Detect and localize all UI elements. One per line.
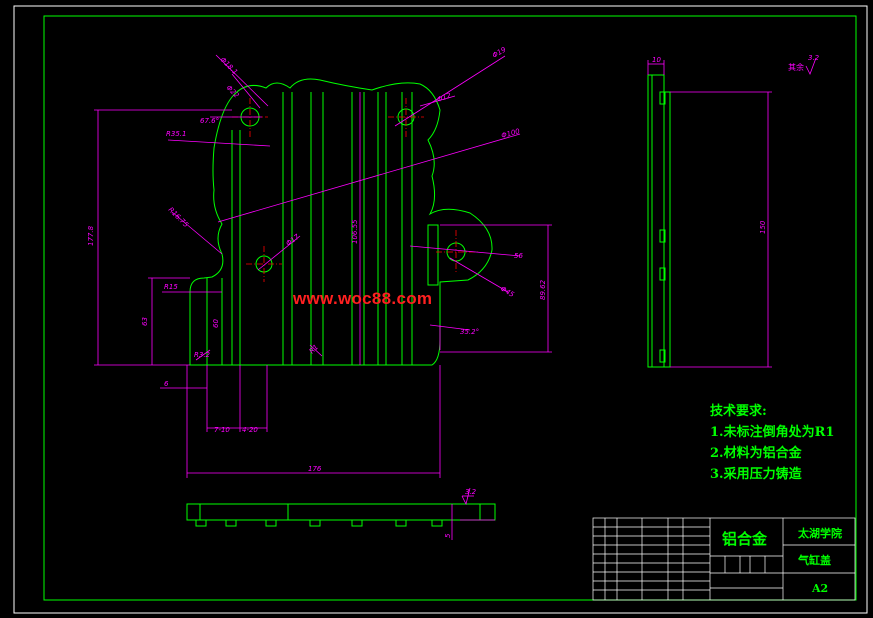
title-block-sheet-size: A2 bbox=[812, 582, 829, 595]
dim-176: 176 bbox=[308, 465, 322, 473]
dim-angle35: 35.2° bbox=[460, 328, 479, 336]
dim-r12: R3.2 bbox=[194, 351, 211, 359]
surface-finish-value: 3.2 bbox=[808, 54, 820, 62]
roughness-symbol bbox=[805, 57, 817, 75]
side-dimensions bbox=[647, 60, 772, 368]
side-body bbox=[647, 74, 665, 368]
dim-h63: 63 bbox=[141, 317, 149, 326]
surface-finish-note: 其余 bbox=[788, 62, 804, 72]
requirement-2: 2.材料为铝合金 bbox=[710, 446, 802, 461]
dim-56: 56 bbox=[514, 252, 523, 260]
plate-outline bbox=[189, 78, 493, 366]
dim-rough: 3.2 bbox=[465, 488, 477, 496]
requirements-title: 技术要求: bbox=[710, 404, 767, 419]
side-view bbox=[647, 74, 671, 368]
dim-phi19: Φ19 bbox=[491, 45, 508, 59]
dim-phi100: Φ100 bbox=[500, 127, 521, 140]
dim-angle67: 67.6° bbox=[200, 117, 219, 125]
dim-6: 6 bbox=[164, 380, 169, 388]
bottom-view bbox=[186, 503, 496, 527]
dim-phi12: Φ12 bbox=[436, 91, 453, 104]
dim-r1: R1 bbox=[308, 343, 320, 355]
requirement-1: 1.未标注倒角处为R1 bbox=[710, 425, 835, 440]
dim-side-150: 150 bbox=[759, 220, 767, 234]
centerlines bbox=[232, 98, 478, 282]
dim-phi22: Φ22 bbox=[225, 84, 241, 100]
title-block bbox=[592, 517, 856, 601]
dim-side-10: 10 bbox=[652, 56, 661, 64]
title-block-material: 铝合金 bbox=[722, 530, 768, 548]
bottom-dimensions bbox=[451, 487, 495, 540]
dim-4-20: 4-20 bbox=[242, 426, 258, 434]
title-block-school: 太湖学院 bbox=[798, 527, 842, 540]
dim-r35: R35.1 bbox=[166, 130, 186, 138]
outer-border bbox=[13, 5, 868, 614]
drawing-frame bbox=[43, 15, 857, 601]
dim-h60: 60 bbox=[212, 319, 220, 328]
dim-bottom-5: 5 bbox=[444, 533, 452, 538]
right-boss-block bbox=[427, 224, 439, 286]
dim-phi18: Φ18.1 bbox=[219, 56, 240, 77]
bottom-body bbox=[186, 503, 496, 521]
dim-phi17: Φ17 bbox=[285, 233, 302, 248]
dimension-lines bbox=[94, 54, 552, 478]
dim-r16: R16.75 bbox=[167, 206, 191, 230]
title-block-part-name: 气缸盖 bbox=[798, 554, 831, 567]
dim-h89: 89.62 bbox=[539, 279, 547, 300]
dim-h106: 106.55 bbox=[351, 219, 359, 244]
dim-7-10: 7-10 bbox=[214, 426, 230, 434]
requirement-3: 3.采用压力铸造 bbox=[710, 467, 802, 482]
front-view bbox=[189, 78, 493, 366]
dim-phi45: Φ45 bbox=[499, 285, 516, 299]
dim-h177: 177.8 bbox=[87, 225, 95, 246]
watermark: www.woc88.com bbox=[293, 289, 433, 308]
dim-r15: R15 bbox=[164, 283, 178, 291]
